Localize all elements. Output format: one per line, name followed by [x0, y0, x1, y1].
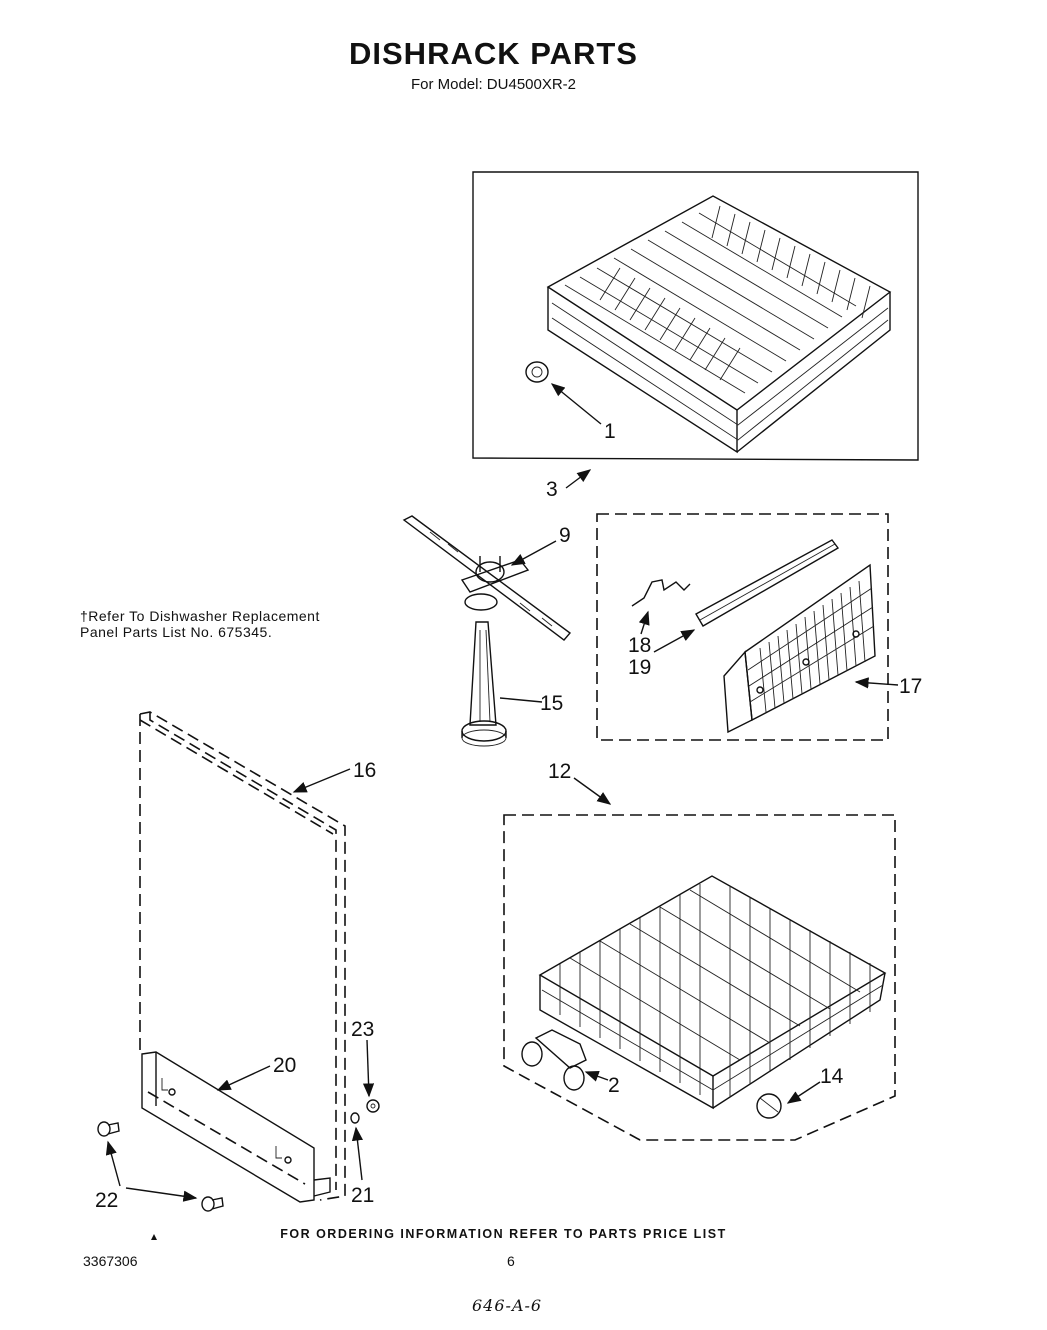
leader-15: [499, 697, 543, 703]
page-title: DISHRACK PARTS: [349, 36, 638, 71]
callout-14: 14: [820, 1065, 844, 1088]
handwritten-code: 646-A-6: [472, 1296, 543, 1315]
filter-drawing: [631, 539, 876, 734]
callout-18: 18: [628, 634, 651, 657]
callout-1: 1: [604, 420, 616, 443]
callout-20: 20: [273, 1054, 296, 1077]
callout-17: 17: [899, 675, 922, 698]
leader-19: [653, 629, 696, 653]
nut-washer-drawing: [350, 1099, 380, 1124]
door-panel-drawing: [139, 711, 346, 1201]
upper-rack-assembly-box: [472, 171, 919, 461]
leader-16: [292, 768, 351, 793]
leader-22b: [125, 1187, 198, 1202]
leader-9: [510, 540, 557, 566]
callout-3: 3: [546, 478, 558, 501]
lower-rack-assembly-box: [503, 814, 896, 1141]
lower-rack-drawing: [521, 875, 887, 1119]
model-subtitle: For Model: DU4500XR-2: [410, 76, 577, 93]
leader-1: [550, 383, 602, 425]
leader-22a: [105, 1140, 121, 1187]
upper-rack-drawing: [525, 195, 892, 454]
leader-12: [573, 777, 612, 805]
trim-strip-drawing: [141, 1051, 331, 1203]
callout-15: 15: [540, 692, 563, 715]
filter-assembly-box: [596, 513, 889, 741]
leader-3: [565, 469, 592, 489]
callout-16: 16: [353, 759, 376, 782]
leader-14: [786, 1081, 821, 1104]
registration-mark: [151, 1234, 157, 1240]
callout-21: 21: [351, 1184, 374, 1207]
page-number: 6: [507, 1253, 515, 1269]
callout-12: 12: [548, 760, 571, 783]
callout-2: 2: [608, 1074, 620, 1097]
screw-drawing: [97, 1121, 224, 1212]
leader-23: [362, 1039, 375, 1098]
leader-17: [854, 677, 899, 689]
callout-23: 23: [351, 1018, 374, 1041]
spray-arm-support-drawing: [461, 621, 507, 747]
document-number: 3367306: [83, 1253, 138, 1269]
ordering-info: FOR ORDERING INFORMATION REFER TO PARTS …: [280, 1227, 727, 1241]
leader-2: [584, 1071, 609, 1082]
note-line-1: †Refer To Dishwasher Replacement: [80, 608, 320, 624]
callout-19: 19: [628, 656, 651, 679]
spray-arm-drawing: [402, 515, 572, 641]
leader-21: [351, 1126, 364, 1181]
leader-20: [216, 1065, 271, 1091]
note-line-2: Panel Parts List No. 675345.: [80, 624, 273, 640]
leader-18: [638, 610, 650, 635]
callout-9: 9: [559, 524, 571, 547]
callout-22: 22: [95, 1189, 118, 1212]
replacement-panel-note: †Refer To Dishwasher Replacement Panel P…: [80, 608, 320, 640]
